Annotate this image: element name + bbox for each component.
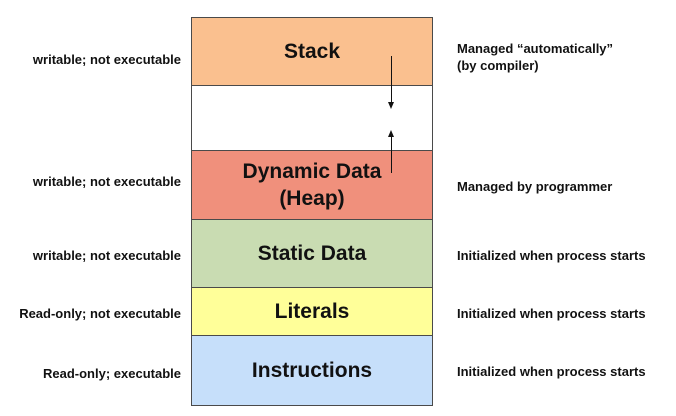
heap-growth-arrow-up-icon [388, 130, 394, 137]
static-data-label: Static Data [257, 242, 367, 265]
free-space-region [191, 85, 433, 151]
heap-management-label: Managed by programmer [457, 179, 613, 194]
instructions-management-label: Initialized when process starts [457, 364, 646, 379]
stack-management-line1: Managed “automatically” [457, 41, 614, 56]
heap-label-line2: (Heap) [279, 187, 345, 210]
stack-growth-arrow-down-icon [388, 102, 394, 109]
literals-label: Literals [274, 300, 350, 323]
static-permission-label: writable; not executable [32, 248, 181, 263]
static-data-region: Static Data [191, 219, 433, 288]
heap-label: Dynamic Data (Heap) [243, 158, 382, 212]
stack-region: Stack [191, 17, 433, 86]
stack-permission-label: writable; not executable [32, 52, 181, 67]
heap-growth-arrow-line [391, 137, 392, 173]
heap-label-line1: Dynamic Data [242, 160, 382, 183]
stack-growth-arrow-line [391, 56, 392, 102]
stack-label: Stack [283, 40, 341, 63]
static-management-label: Initialized when process starts [457, 248, 646, 263]
stack-management-label: Managed “automatically” (by compiler) [457, 40, 613, 74]
instructions-label: Instructions [251, 359, 373, 382]
instructions-permission-label: Read-only; executable [43, 366, 181, 381]
heap-region: Dynamic Data (Heap) [191, 150, 433, 220]
literals-permission-label: Read-only; not executable [19, 306, 181, 321]
instructions-region: Instructions [191, 335, 433, 406]
heap-permission-label: writable; not executable [32, 174, 181, 189]
literals-region: Literals [191, 287, 433, 336]
literals-management-label: Initialized when process starts [457, 306, 646, 321]
stack-management-line2: (by compiler) [457, 58, 539, 73]
